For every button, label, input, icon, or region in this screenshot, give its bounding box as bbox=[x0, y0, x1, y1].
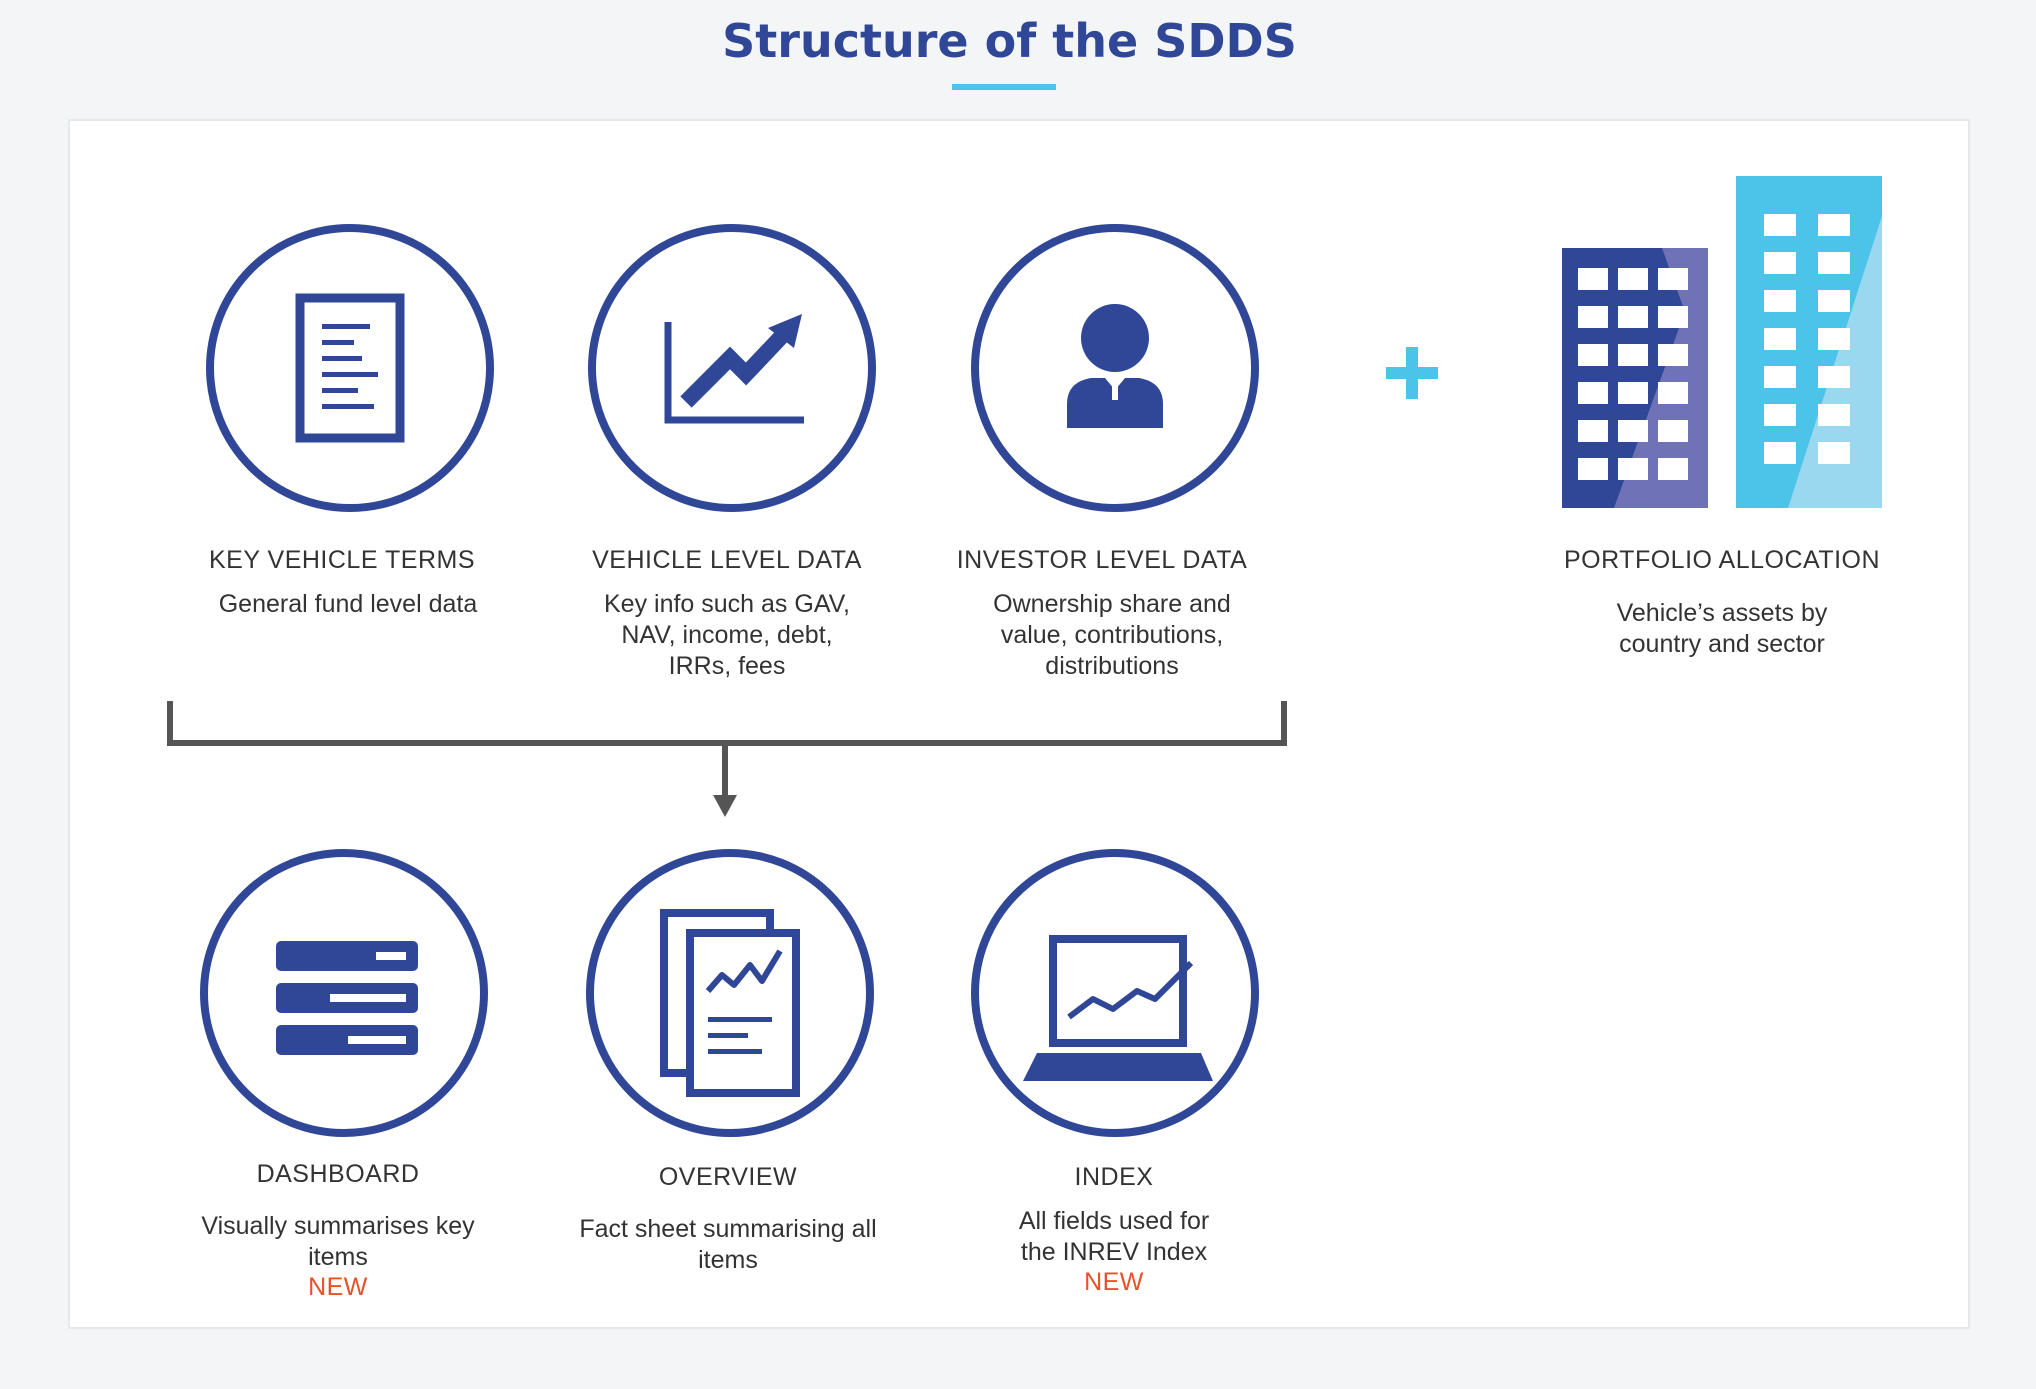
new-badge: NEW bbox=[1084, 1268, 1144, 1296]
document-icon bbox=[206, 224, 494, 512]
investor-icon bbox=[971, 224, 1259, 512]
output-label: DASHBOARD bbox=[256, 1160, 420, 1188]
plus-icon bbox=[1386, 347, 1438, 399]
portfolio-label: PORTFOLIO ALLOCATION bbox=[1563, 546, 1881, 574]
component-description: Ownership share and value, contributions… bbox=[993, 590, 1231, 680]
title-underline bbox=[952, 84, 1056, 90]
new-badge: NEW bbox=[308, 1273, 368, 1301]
component-label: INVESTOR LEVEL DATA bbox=[956, 546, 1248, 574]
component-description: Key info such as GAV, NAV, income, debt,… bbox=[604, 590, 850, 680]
output-label: INDEX bbox=[1074, 1163, 1154, 1191]
component-description: General fund level data bbox=[218, 590, 478, 618]
connector-arrow bbox=[167, 701, 1287, 817]
output-description: Visually summarises key items bbox=[201, 1212, 475, 1271]
laptop-chart-icon bbox=[971, 849, 1259, 1137]
portfolio-description: Vehicle’s assets by country and sector bbox=[1616, 599, 1828, 658]
output-description: Fact sheet summarising all items bbox=[579, 1215, 877, 1274]
buildings-icon bbox=[1562, 176, 1882, 508]
page-title: Structure of the SDDS bbox=[722, 14, 1297, 68]
component-label: VEHICLE LEVEL DATA bbox=[592, 546, 862, 574]
dashboard-icon bbox=[200, 849, 488, 1137]
output-label: OVERVIEW bbox=[658, 1163, 798, 1191]
output-description: All fields used for the INREV Index bbox=[1018, 1207, 1210, 1266]
component-label: KEY VEHICLE TERMS bbox=[209, 546, 475, 574]
fact-sheet-icon bbox=[586, 849, 874, 1137]
line-chart-icon bbox=[588, 224, 876, 512]
